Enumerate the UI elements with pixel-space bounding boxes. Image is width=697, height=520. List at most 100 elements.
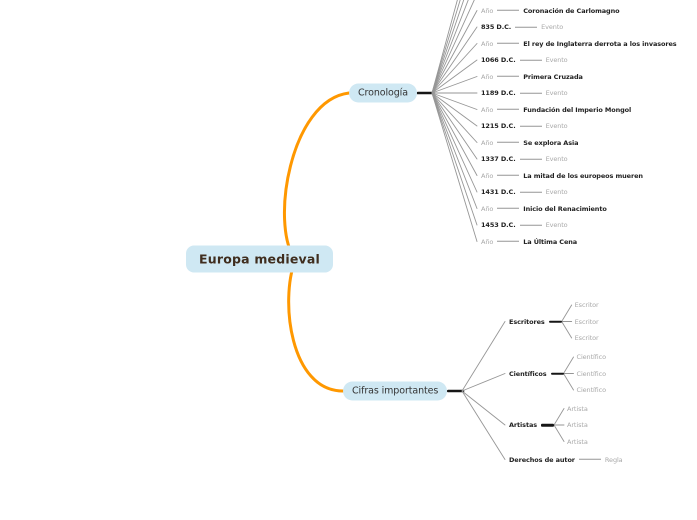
branch-node-cifras-importantes[interactable]: Cifras importantes bbox=[343, 381, 448, 401]
category-child-label[interactable]: Artista bbox=[567, 420, 588, 429]
fan-line bbox=[563, 373, 574, 391]
timeline-row-label[interactable]: 1215 D.C. bbox=[481, 121, 516, 130]
row-connector-dash bbox=[519, 59, 542, 61]
fan-line bbox=[461, 373, 506, 392]
timeline-row-value[interactable]: Evento bbox=[545, 121, 568, 130]
timeline-row: Año Primera Cruzada bbox=[481, 73, 583, 80]
fan-line bbox=[431, 92, 478, 127]
timeline-row: 1066 D.C. Evento bbox=[481, 57, 568, 64]
row-connector-dash bbox=[497, 175, 520, 176]
category-row: Artistas bbox=[509, 420, 555, 429]
category-child-label[interactable]: Científico bbox=[576, 385, 607, 394]
timeline-row: Año Se explora Asia bbox=[481, 138, 579, 147]
fan-line bbox=[431, 59, 478, 94]
timeline-row: Año La mitad de los europeos mueren bbox=[481, 172, 643, 179]
timeline-row-value[interactable]: Coronación de Carlomagno bbox=[523, 6, 620, 15]
category-child-label[interactable]: Artista bbox=[567, 404, 588, 413]
timeline-row: Año Coronación de Carlomagno bbox=[481, 7, 620, 14]
fan-line bbox=[431, 76, 478, 94]
row-connector-dash bbox=[519, 125, 542, 127]
timeline-row-value[interactable]: Evento bbox=[545, 88, 568, 97]
row-connector-dash bbox=[497, 208, 520, 209]
row-connector-dash bbox=[497, 76, 520, 77]
fan-line bbox=[431, 10, 478, 94]
timeline-row-label[interactable]: Año bbox=[481, 171, 494, 180]
category-row: Derechos de autor Regla bbox=[509, 456, 623, 463]
fan-line-offscreen bbox=[431, 0, 458, 94]
category-row: Escritores bbox=[509, 318, 562, 325]
row-connector-dash bbox=[519, 224, 542, 226]
row-connector-dash bbox=[497, 142, 520, 143]
timeline-row-value[interactable]: Evento bbox=[541, 22, 564, 31]
row-connector-dash bbox=[515, 26, 538, 28]
category-label[interactable]: Científicos bbox=[509, 369, 547, 378]
category-child-label[interactable]: Escritor bbox=[574, 317, 599, 326]
category-value[interactable]: Regla bbox=[604, 455, 623, 464]
category-row: Científicos bbox=[509, 370, 564, 377]
category-label[interactable]: Escritores bbox=[509, 317, 545, 326]
fan-line bbox=[431, 92, 478, 143]
timeline-row-label[interactable]: 1453 D.C. bbox=[481, 220, 516, 229]
timeline-row: 835 D.C. Evento bbox=[481, 24, 563, 31]
row-connector-dash bbox=[519, 92, 542, 94]
timeline-row-label[interactable]: 1337 D.C. bbox=[481, 154, 516, 163]
category-child-label[interactable]: Artista bbox=[567, 437, 588, 446]
timeline-row-value[interactable]: Primera Cruzada bbox=[523, 72, 583, 81]
timeline-row-label[interactable]: 1189 D.C. bbox=[481, 88, 516, 97]
timeline-row-label[interactable]: 1431 D.C. bbox=[481, 187, 516, 196]
row-connector-dash bbox=[497, 10, 520, 11]
timeline-row: Año Inicio del Renacimiento bbox=[481, 205, 607, 212]
category-child-label[interactable]: Escritor bbox=[574, 333, 599, 342]
fan-line bbox=[461, 390, 506, 426]
category-branch-stub bbox=[541, 423, 555, 427]
timeline-row-label[interactable]: Año bbox=[481, 6, 494, 15]
row-connector-dash bbox=[497, 109, 520, 110]
timeline-row-value[interactable]: Se explora Asia bbox=[523, 138, 579, 147]
timeline-row-label[interactable]: 835 D.C. bbox=[481, 22, 512, 31]
timeline-row-value[interactable]: Fundación del Imperio Mongol bbox=[523, 105, 632, 114]
category-label[interactable]: Derechos de autor bbox=[509, 455, 575, 464]
timeline-row-label[interactable]: Año bbox=[481, 138, 494, 147]
category-label[interactable]: Artistas bbox=[509, 420, 538, 429]
category-child-label[interactable]: Científico bbox=[576, 352, 607, 361]
fan-line bbox=[561, 321, 573, 339]
timeline-row-label[interactable]: Año bbox=[481, 39, 494, 48]
branch-node-cronologia[interactable]: Cronología bbox=[349, 83, 417, 103]
fan-line bbox=[561, 304, 573, 322]
category-child-label[interactable]: Científico bbox=[576, 369, 607, 378]
timeline-row-value[interactable]: Evento bbox=[545, 220, 568, 229]
fan-line bbox=[431, 92, 478, 209]
timeline-row-label[interactable]: Año bbox=[481, 237, 494, 246]
fan-line bbox=[461, 390, 506, 460]
row-connector-dash bbox=[497, 43, 520, 44]
fan-line bbox=[431, 43, 478, 94]
timeline-row-label[interactable]: Año bbox=[481, 72, 494, 81]
row-connector-dash bbox=[578, 459, 601, 460]
timeline-row-value[interactable]: Evento bbox=[545, 55, 568, 64]
timeline-row-label[interactable]: Año bbox=[481, 105, 494, 114]
timeline-row-value[interactable]: La mitad de los europeos mueren bbox=[523, 171, 643, 180]
timeline-row-label[interactable]: 1066 D.C. bbox=[481, 55, 516, 64]
category-child-label[interactable]: Escritor bbox=[574, 300, 599, 309]
central-topic[interactable]: Europa medieval bbox=[186, 245, 334, 273]
fan-line-offscreen bbox=[431, 0, 465, 94]
timeline-row: Año Fundación del Imperio Mongol bbox=[481, 106, 631, 113]
timeline-row-value[interactable]: Evento bbox=[545, 154, 568, 163]
timeline-row-value[interactable]: Evento bbox=[545, 187, 568, 196]
timeline-row: Año El rey de Inglaterra derrota a los in… bbox=[481, 40, 677, 47]
branch-curve-cronologia bbox=[283, 91, 351, 261]
row-connector-dash bbox=[497, 241, 520, 242]
timeline-row-value[interactable]: La Última Cena bbox=[523, 237, 578, 246]
timeline-row-value[interactable]: El rey de Inglaterra derrota a los invas… bbox=[523, 39, 677, 48]
fan-line bbox=[431, 26, 478, 94]
timeline-row-value[interactable]: Inicio del Renacimiento bbox=[523, 204, 607, 213]
fan-line-offscreen bbox=[431, 0, 461, 94]
timeline-row: 1337 D.C. Evento bbox=[481, 156, 568, 163]
category-branch-stub bbox=[548, 320, 562, 323]
timeline-row-label[interactable]: Año bbox=[481, 204, 494, 213]
row-connector-dash bbox=[519, 191, 542, 193]
timeline-row: 1215 D.C. Evento bbox=[481, 123, 568, 130]
timeline-row: 1431 D.C. Evento bbox=[481, 189, 568, 196]
